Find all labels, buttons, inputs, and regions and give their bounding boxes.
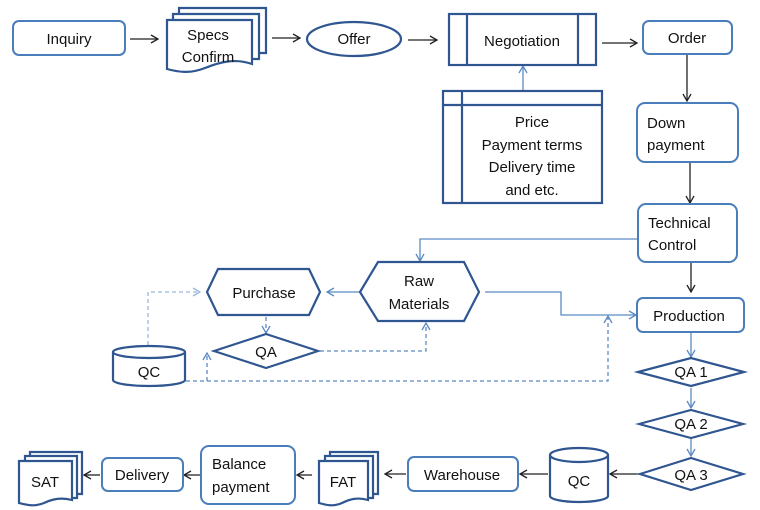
edge-rawmaterials-production bbox=[485, 291, 638, 320]
node-terms: Price Payment terms Delivery time and et… bbox=[441, 89, 604, 205]
node-offer-label: Offer bbox=[337, 31, 370, 48]
node-sat-label: SAT bbox=[31, 474, 59, 491]
edge-qc-production bbox=[186, 314, 613, 382]
node-qc-left-label: QC bbox=[138, 364, 161, 381]
node-sat: SAT bbox=[17, 450, 84, 507]
node-specs-confirm-label-2: Confirm bbox=[182, 49, 235, 66]
node-specs-confirm-label-1: Specs bbox=[187, 27, 229, 44]
node-balance-payment-label-2: payment bbox=[212, 479, 270, 496]
node-down-payment-label-2: payment bbox=[647, 137, 705, 154]
node-terms-label-4: and etc. bbox=[505, 182, 558, 199]
node-down-payment-label-1: Down bbox=[647, 115, 685, 132]
node-warehouse: Warehouse bbox=[407, 456, 519, 492]
node-qc-bottom: QC bbox=[548, 446, 610, 504]
node-negotiation-label: Negotiation bbox=[484, 33, 560, 50]
node-negotiation: Negotiation bbox=[447, 12, 598, 67]
node-purchase: Purchase bbox=[205, 267, 322, 317]
edge-technical-rawmaterials bbox=[415, 238, 637, 263]
node-fat-label: FAT bbox=[330, 474, 356, 491]
node-qa: QA bbox=[210, 332, 322, 370]
node-delivery-label: Delivery bbox=[115, 467, 170, 484]
edge-qa-rawmaterials bbox=[320, 321, 431, 352]
node-order: Order bbox=[642, 20, 733, 55]
node-qa1: QA 1 bbox=[633, 356, 749, 388]
node-production-label: Production bbox=[653, 308, 725, 325]
node-qa2: QA 2 bbox=[634, 408, 748, 440]
node-balance-payment: Balance payment bbox=[200, 445, 296, 505]
node-technical-control-label-1: Technical bbox=[648, 215, 711, 232]
node-fat: FAT bbox=[317, 450, 380, 507]
node-inquiry-label: Inquiry bbox=[46, 31, 92, 48]
node-qc-bottom-label: QC bbox=[568, 473, 591, 490]
node-technical-control: Technical Control bbox=[637, 203, 738, 263]
node-qc-left: QC bbox=[111, 344, 187, 388]
node-down-payment: Down payment bbox=[636, 102, 739, 163]
edge-qc-purchase bbox=[147, 287, 202, 345]
node-qa3-label: QA 3 bbox=[674, 467, 707, 484]
node-order-label: Order bbox=[668, 30, 706, 47]
node-production: Production bbox=[636, 297, 745, 333]
node-offer: Offer bbox=[305, 20, 403, 58]
node-raw-materials: Raw Materials bbox=[358, 260, 481, 323]
node-terms-label-2: Payment terms bbox=[482, 137, 583, 154]
node-terms-label-1: Price bbox=[515, 114, 549, 131]
node-qa1-label: QA 1 bbox=[674, 364, 707, 381]
node-qa-label: QA bbox=[255, 344, 277, 361]
node-raw-materials-label-1: Raw bbox=[404, 273, 434, 290]
node-qa3: QA 3 bbox=[636, 456, 747, 492]
node-delivery: Delivery bbox=[101, 457, 184, 492]
node-balance-payment-label-1: Balance bbox=[212, 456, 266, 473]
node-raw-materials-label-2: Materials bbox=[389, 296, 450, 313]
node-technical-control-label-2: Control bbox=[648, 237, 696, 254]
node-qa2-label: QA 2 bbox=[674, 416, 707, 433]
node-terms-label-3: Delivery time bbox=[489, 159, 576, 176]
node-specs-confirm: Specs Confirm bbox=[165, 6, 268, 73]
node-purchase-label: Purchase bbox=[232, 285, 295, 302]
node-inquiry: Inquiry bbox=[12, 20, 126, 56]
node-warehouse-label: Warehouse bbox=[424, 467, 500, 484]
